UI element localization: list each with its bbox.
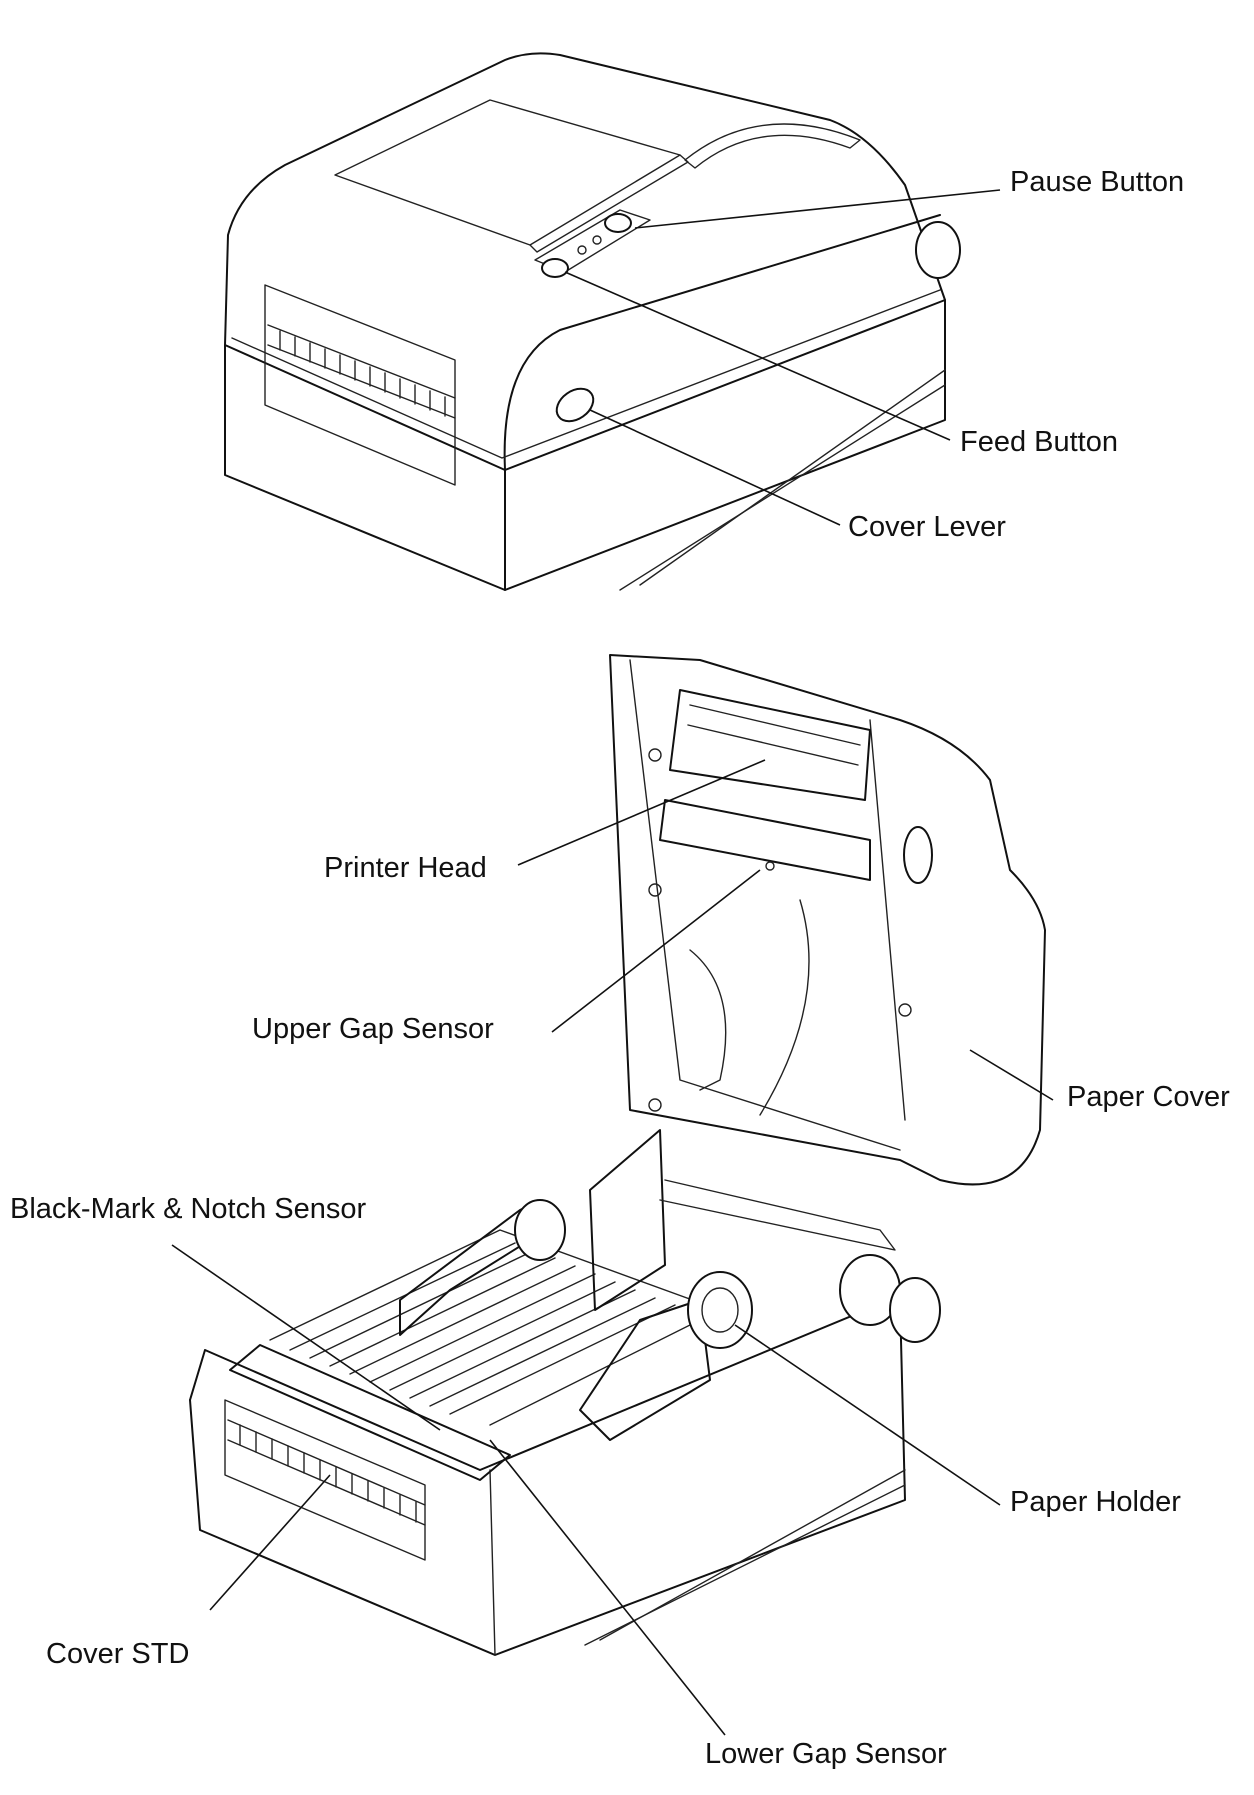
open-cover-inner-mould [689,949,727,1091]
closed-printer-drawing [224,52,961,591]
paper-holder-label: Paper Holder [1010,1486,1181,1518]
open-printer-side-line [584,1484,906,1646]
paper-holder-leader [734,1324,1001,1506]
paper-cover-leader [969,1049,1054,1101]
upper-gap-sensor-dot [765,861,775,871]
cover-std-label: Cover STD [46,1638,190,1670]
lower-gap-sensor-label: Lower Gap Sensor [705,1738,947,1770]
open-cover-hole [648,883,662,897]
paper-holder-ring-inner [701,1287,739,1333]
open-printer-base-corner [489,1469,496,1656]
closed-printer-handle [684,123,861,169]
left-roll-hub [514,1199,566,1261]
closed-printer-cover-outline [224,52,946,346]
closed-printer-side-knob [915,221,961,279]
closed-printer-front-base [224,344,506,591]
open-cover-hole [898,1003,912,1017]
printer-head-leader [517,759,766,866]
black-mark-notch-sensor-leader [171,1244,441,1431]
open-cover-hole [648,1098,662,1112]
cover-lever-label: Cover Lever [848,511,1006,543]
closed-printer-seam [231,289,941,459]
paper-path-ribs [289,1242,676,1415]
cover-std-leader [209,1474,331,1611]
feed-button-label: Feed Button [960,426,1118,458]
cover-lever-shape [555,387,595,423]
paper-cover-label: Paper Cover [1067,1081,1230,1113]
open-cover-inner-edge [629,659,901,1151]
open-cover-rim [869,719,906,1121]
pause-button-leader [634,189,1001,229]
led-indicator [577,245,587,255]
open-cover-latch [903,826,933,884]
paper-holder-ring [687,1271,753,1349]
closed-printer-side-line [639,369,946,586]
feed-button-leader [564,271,951,441]
black-mark-notch-sensor-label: Black-Mark & Notch Sensor [10,1193,367,1225]
platen-roller [229,1344,511,1481]
upper-gap-sensor-label: Upper Gap Sensor [252,1013,494,1045]
open-printer-paper-exit-edge [227,1419,426,1526]
rear-rod [659,1179,896,1251]
closed-printer-side-base [504,299,946,591]
pause-button-shape [604,213,632,233]
leader-lines [171,189,1054,1736]
open-printer-base-top-edge [189,1299,891,1471]
center-support [589,1129,666,1311]
open-cover-hole [648,748,662,762]
open-printer-exit-teeth [239,1424,417,1523]
closed-printer-paper-teeth [267,324,456,419]
closed-printer-paper-exit [264,284,456,486]
printer-head-detail [687,704,861,766]
lower-gap-sensor-leader [489,1439,726,1736]
upper-gap-sensor-leader [551,869,761,1033]
paper-path-area [269,1229,721,1426]
printer-head-assembly [669,689,871,801]
open-printer-base-outline [189,1299,906,1656]
closed-printer-side-line [619,384,946,591]
hinge-knob [889,1277,941,1343]
closed-printer-top-window-rim [529,154,689,253]
open-cover-outline [609,654,1046,1186]
open-printer-paper-exit [224,1399,426,1561]
open-printer-drawing [189,654,1046,1656]
pause-button-label: Pause Button [1010,166,1185,198]
closed-printer-cover-edge [503,214,941,471]
led-indicator [592,235,602,245]
printer-head-label: Printer Head [324,852,487,884]
open-cover-inner-mould [759,899,810,1116]
cover-lever-leader [589,409,841,526]
upper-gap-sensor-bar [659,799,871,881]
feed-button-shape [541,258,569,278]
